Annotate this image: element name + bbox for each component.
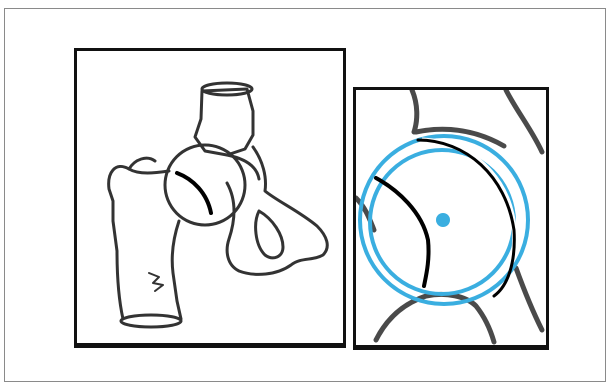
femoral-head <box>163 143 247 227</box>
femur-lower-neck <box>170 219 183 321</box>
head-center-dot <box>436 213 450 227</box>
right-lower-contour <box>513 265 545 333</box>
femur-upper <box>107 165 171 321</box>
femur-greater-trochanter <box>127 156 157 171</box>
hip-joint-panel <box>74 48 346 348</box>
osteotomy-line <box>175 171 213 215</box>
obturator-foramen <box>254 209 285 260</box>
lesser-trochanter <box>148 272 164 292</box>
femur-shaft-end <box>119 313 183 329</box>
iliac-wing <box>193 87 255 157</box>
iliac-top <box>200 81 254 97</box>
pelvis-body <box>225 145 329 276</box>
upper-bone-contour <box>409 90 420 135</box>
outer-fit-circle <box>358 134 530 306</box>
rim-line <box>416 138 516 298</box>
hip-joint-sketch-icon <box>107 81 329 329</box>
femoral-head-closeup-icon <box>356 90 545 345</box>
acetabular-rim-arc <box>413 126 507 149</box>
left-contour <box>356 195 377 233</box>
femoral-head-closeup-panel <box>353 87 549 350</box>
osteotomy-curve <box>374 176 431 288</box>
upper-right-contour <box>503 90 545 155</box>
